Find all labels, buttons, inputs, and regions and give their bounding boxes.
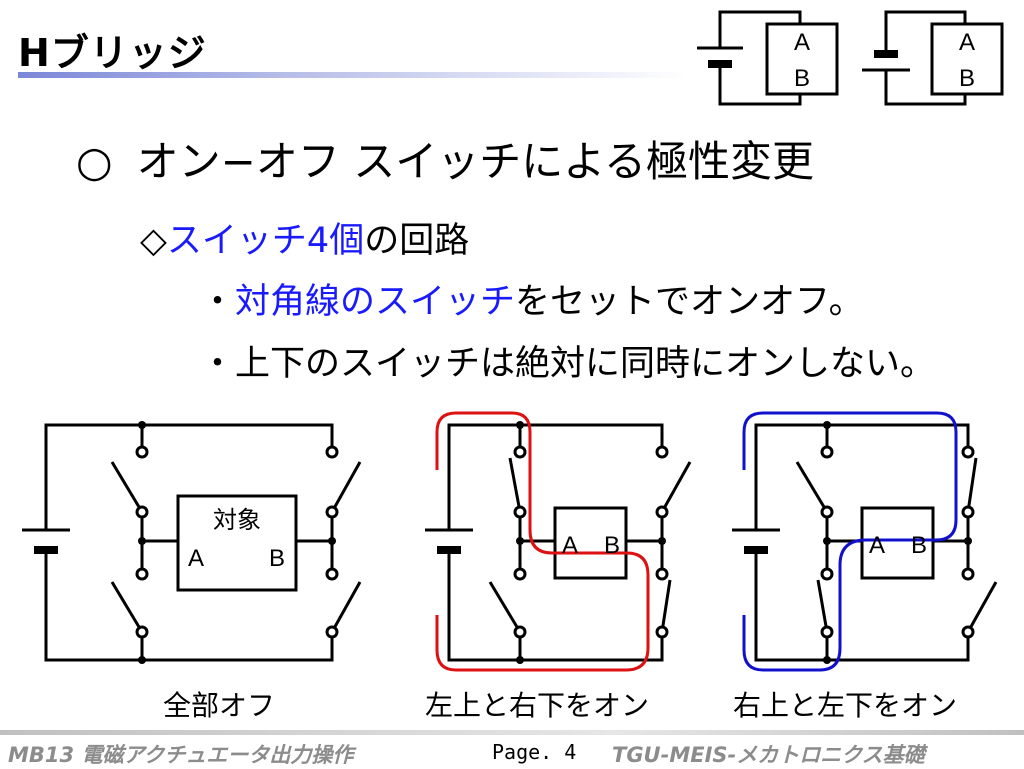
highlight-switch-count: スイッチ4個	[166, 221, 365, 261]
bullet-line-1: ◇スイッチ4個の回路	[140, 212, 469, 263]
legend-battery-1	[697, 10, 802, 106]
load-a-3: A	[869, 532, 885, 559]
switch-lower-right	[966, 581, 998, 633]
bullet-line-2: ・対角線のスイッチをセットでオンオフ。	[200, 273, 864, 324]
legend-battery-2	[862, 10, 967, 106]
line1-rest: の回路	[364, 221, 470, 261]
legend-1-b: B	[794, 65, 810, 92]
circle-bullet: ○	[76, 137, 113, 186]
switch-upper-right	[330, 461, 362, 513]
switch-lower-left	[110, 581, 144, 633]
footer-divider	[0, 730, 1024, 735]
switch-lower-right	[330, 581, 362, 633]
footer-page-number: Page. 4	[492, 740, 577, 764]
circuit-ul-lr-on	[425, 421, 692, 664]
footer-series: TGU-MEIS-メカトロニクス基礎	[612, 743, 925, 767]
load-b-1: B	[269, 545, 285, 572]
switch-lower-right-closed	[660, 579, 672, 633]
legend-2-a: A	[959, 29, 975, 56]
slide-heading: ○ オン−オフ スイッチによる極性変更	[76, 128, 814, 189]
load-a-1: A	[188, 545, 204, 572]
caption-ur-ll-on: 右上と左下をオン	[733, 689, 958, 722]
caption-ul-lr-on: 左上と右下をオン	[425, 689, 650, 722]
switch-upper-left	[795, 461, 829, 513]
load-b-3: B	[911, 532, 927, 559]
legend-box-2	[930, 22, 1004, 96]
switch-upper-right-closed	[966, 457, 978, 513]
load-label: 対象	[213, 507, 261, 534]
heading-text: オン−オフ スイッチによる極性変更	[136, 137, 814, 186]
load-box	[553, 506, 628, 580]
diamond-bullet: ◇	[140, 221, 167, 261]
switch-upper-right	[660, 461, 692, 513]
switch-lower-left	[488, 581, 522, 633]
slide-title: Hブリッジ	[18, 31, 207, 75]
switch-upper-left	[110, 461, 144, 513]
load-box	[860, 506, 935, 580]
title-underline	[18, 72, 688, 78]
switch-lower-left-closed	[816, 579, 829, 633]
current-path-blue	[742, 411, 958, 672]
load-a-2: A	[562, 532, 578, 559]
legend-1-a: A	[794, 29, 810, 56]
caption-all-off: 全部オフ	[163, 689, 276, 722]
legend-2-b: B	[959, 65, 975, 92]
load-box	[176, 494, 298, 592]
current-path-red	[435, 411, 650, 672]
dot-bullet: ・	[200, 282, 236, 322]
legend-box-1	[765, 22, 839, 96]
bullet-line-3: ・上下のスイッチは絶対に同時にオンしない。	[200, 344, 936, 384]
switch-upper-left-closed	[508, 457, 522, 513]
line2-rest: をセットでオンオフ。	[515, 282, 864, 322]
load-b-2: B	[604, 532, 620, 559]
footer-course: MB13 電磁アクチュエータ出力操作	[8, 743, 354, 767]
highlight-diagonal-switch: 対角線のスイッチ	[235, 282, 516, 322]
circuit-all-off	[22, 421, 362, 664]
